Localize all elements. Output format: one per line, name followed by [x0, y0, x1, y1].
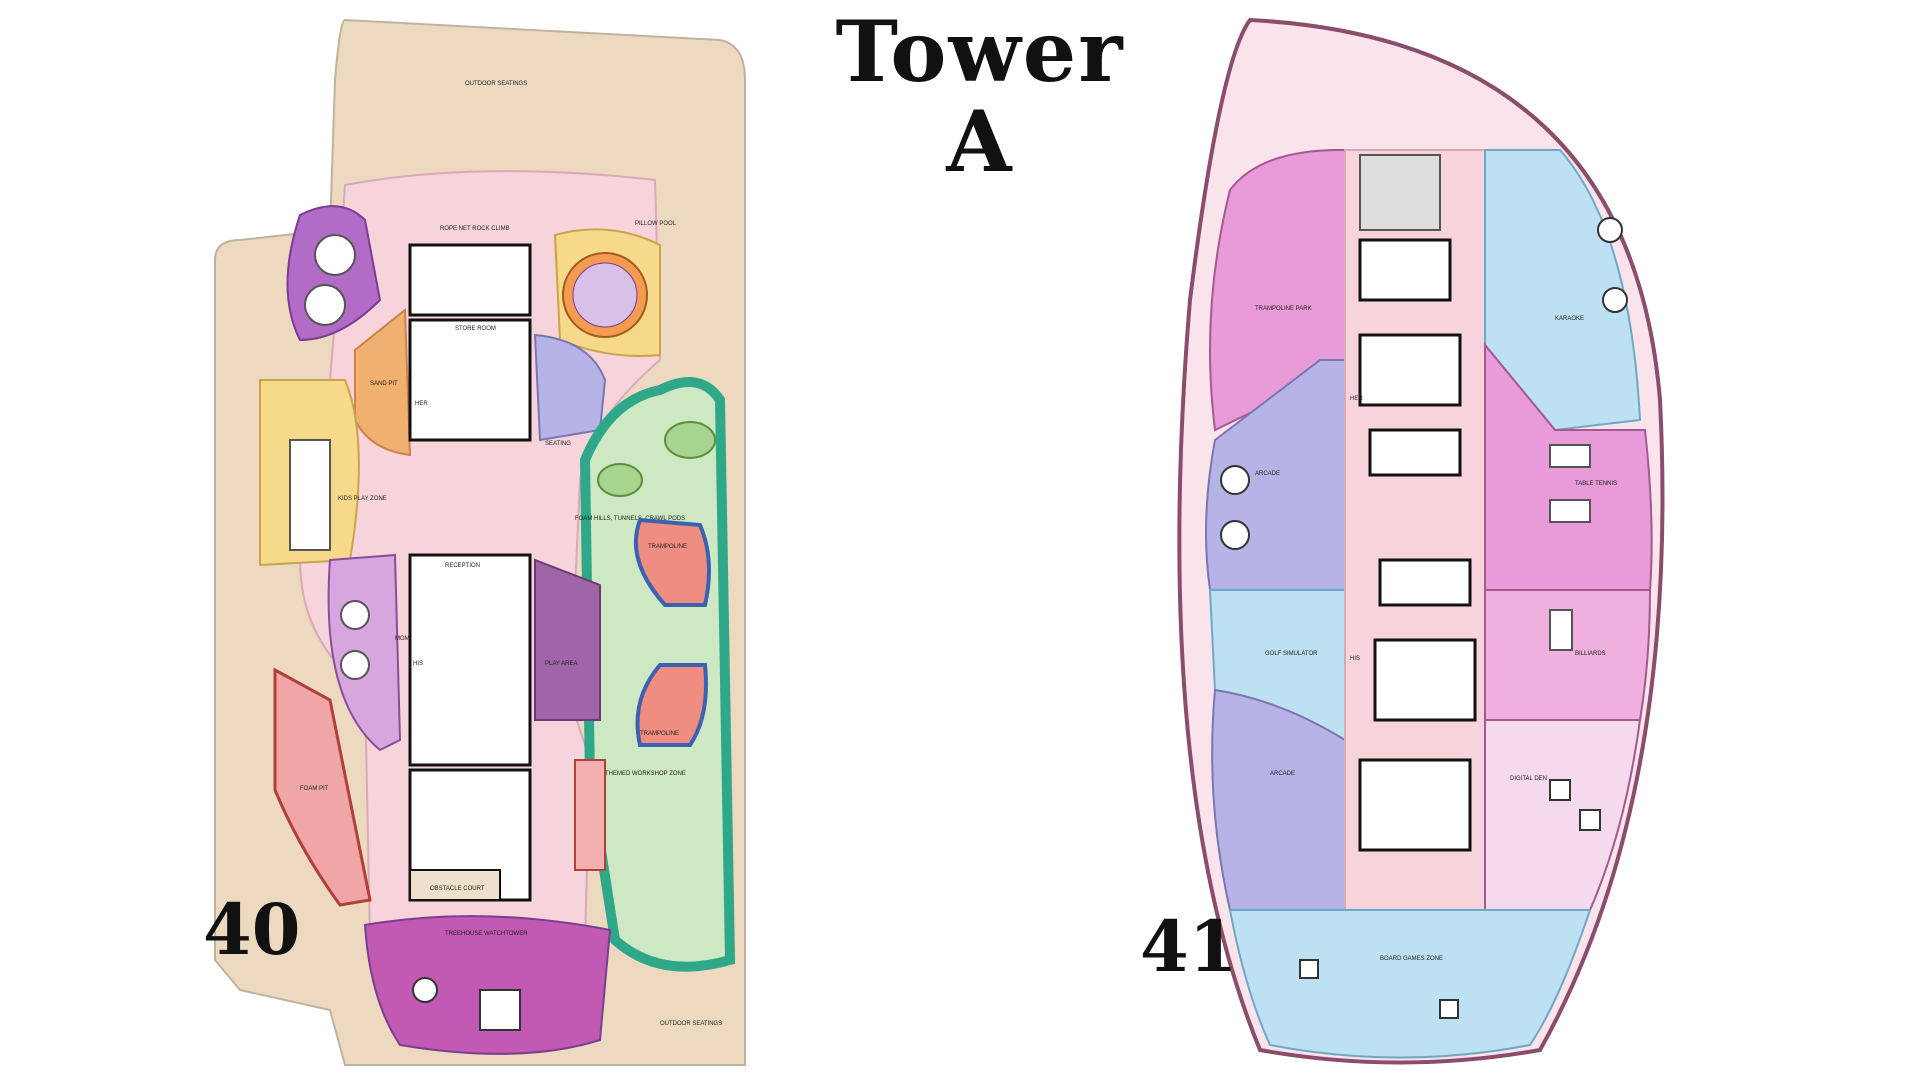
themed-workshop-label: THEMED WORKSHOP ZONE [605, 771, 686, 777]
play-area-label: PLAY AREA [545, 661, 577, 667]
cafe-table-icon [340, 600, 370, 630]
tree-icon [412, 977, 438, 1003]
digital-den-label: DIGITAL DEN [1510, 776, 1547, 782]
his-label-41: HIS [1350, 656, 1360, 662]
stair-block [1358, 238, 1452, 302]
foam-hill-icon [597, 463, 643, 497]
kids-play-structure-icon [289, 439, 331, 551]
treehouse-label: TREEHOUSE WATCHTOWER [445, 931, 528, 937]
her-label-41: HER [1350, 396, 1363, 402]
store-room-label: STORE ROOM [455, 326, 496, 332]
table-tennis-table-icon [1549, 499, 1591, 523]
golf-simulator-label: GOLF SIMULATOR [1265, 651, 1318, 657]
trampoline-1 [633, 517, 711, 607]
board-games-label: BOARD GAMES ZONE [1380, 956, 1443, 962]
seating-area [533, 333, 607, 442]
table-tennis-table-icon [1549, 444, 1591, 468]
reception-label: RECEPTION [445, 563, 480, 569]
rope-net-block [408, 243, 532, 317]
reception-block [408, 553, 532, 767]
karaoke-area [1484, 149, 1642, 432]
foam-pit-label: FOAM PIT [300, 786, 329, 792]
her-label: HER [415, 401, 428, 407]
workshop-bench-icon [574, 759, 606, 871]
karaoke-seat-icon [1602, 287, 1628, 313]
rope-net-label: ROPE NET ROCK CLIMB [440, 226, 510, 232]
trampoline-2 [635, 663, 708, 747]
watchtower-icon [479, 989, 521, 1031]
billiard-table-icon [1549, 609, 1573, 651]
game-table-icon [1439, 999, 1459, 1019]
toilet-block [408, 318, 532, 442]
toilet-block-lower [1378, 558, 1472, 607]
play-area [534, 558, 601, 721]
seating-label: SEATING [545, 441, 571, 447]
cafe-table-icon [340, 650, 370, 680]
computer-desk-icon [1549, 779, 1571, 801]
digital-den-area [1484, 719, 1642, 911]
obstacle-court [409, 869, 501, 901]
floor-40-number: 40 [203, 888, 301, 971]
pillow-pool-inner-icon [572, 262, 638, 328]
trampoline-1-label: TRAMPOLINE [648, 544, 687, 550]
tower-title: Tower [835, 2, 1125, 101]
billiards-label: BILLIARDS [1575, 651, 1606, 657]
arcade-machine-icon [1220, 520, 1250, 550]
computer-desk-icon [1579, 809, 1601, 831]
toilet-block-mid [1368, 428, 1462, 477]
pool-circle-icon [314, 234, 356, 276]
trampoline-2-label: TRAMPOLINE [640, 731, 679, 737]
his-label: HIS [413, 661, 423, 667]
pool-circle-icon [304, 284, 346, 326]
kids-play-label: KIDS PLAY ZONE [338, 496, 387, 502]
arcade-2-label: ARCADE [1270, 771, 1295, 777]
arcade-1-label: ARCADE [1255, 471, 1280, 477]
outdoor-seating-bottom-label: OUTDOOR SEATINGS [660, 1021, 722, 1027]
toilet-block-upper [1358, 333, 1462, 407]
skylight-icon [1359, 154, 1441, 231]
foam-hill-icon [664, 421, 716, 459]
foam-pit-area [273, 667, 372, 907]
board-games-area [1228, 909, 1592, 1059]
foam-hills-label: FOAM HILLS, TUNNELS, CRAWL PODS [575, 516, 685, 522]
sand-pit-label: SAND PIT [370, 381, 398, 387]
obstacle-court-label: OBSTACLE COURT [430, 886, 485, 892]
karaoke-seat-icon [1597, 217, 1623, 243]
outdoor-seating-top-label: OUTDOOR SEATINGS [465, 81, 527, 87]
trampoline-park-label: TRAMPOLINE PARK [1255, 306, 1312, 312]
service-block-41 [1358, 758, 1472, 852]
tower-subtitle: A [946, 92, 1014, 191]
table-tennis-label: TABLE TENNIS [1575, 481, 1617, 487]
karaoke-label: KARAOKE [1555, 316, 1584, 322]
game-table-icon [1299, 959, 1319, 979]
his-toilet-block [1373, 638, 1477, 722]
arcade-machine-icon [1220, 465, 1250, 495]
pillow-pool-label: PILLOW POOL [635, 221, 677, 227]
treehouse-area [363, 915, 612, 1055]
floor-41-number: 41 [1140, 905, 1238, 988]
